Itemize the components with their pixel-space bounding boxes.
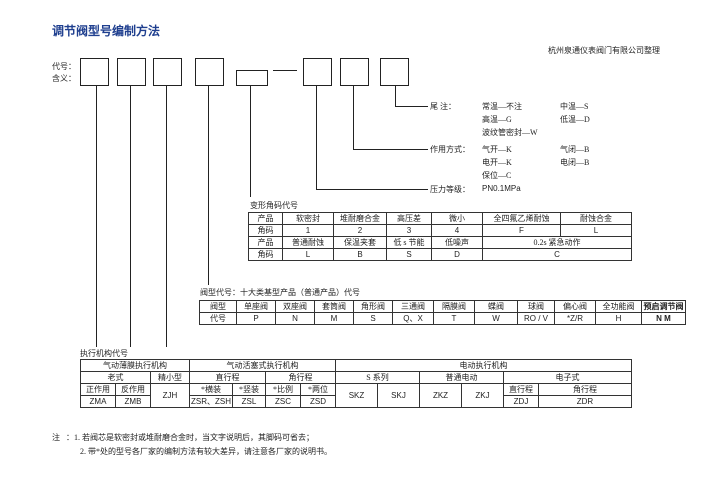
variant-table: 产品 软密封 堆耐磨合金 高压差 微小 全四氟乙烯耐蚀 耐蚀合金 角码 1 2 … [248, 212, 632, 261]
dash-separator [273, 70, 297, 71]
notes-prefix: 注 [52, 433, 60, 442]
code-box-actuator-3 [153, 58, 182, 86]
code-box-action [340, 58, 369, 86]
note-1: ：1. 若阀芯是软密封或堆耐磨合金时，当文字说明后，其脚码可省去； [66, 433, 314, 442]
valve-title: 阀型代号：十大类基型产品（普通产品）代号 [200, 288, 360, 297]
page-title: 调节阀型号编制方法 [52, 24, 161, 38]
company-name: 杭州泉通仪表阀门有限公司整理 [548, 46, 660, 55]
suffix-label: 尾 注： [430, 102, 456, 111]
variant-title: 变形角码代号 [250, 201, 298, 210]
code-box-variant [236, 70, 268, 86]
code-box-actuator [80, 58, 109, 86]
code-label: 代号： [52, 62, 76, 71]
pressure-label: 压力等级： [430, 185, 470, 194]
code-box-actuator-2 [117, 58, 146, 86]
code-box-pressure [303, 58, 332, 86]
code-box-suffix [380, 58, 409, 86]
actuator-table: 气动薄膜执行机构 气动活塞式执行机构 电动执行机构 老式 精小型 直行程 角行程… [80, 359, 632, 408]
code-box-valve-type [195, 58, 224, 86]
action-label: 作用方式： [430, 145, 470, 154]
note-2: 2. 带*处的型号各厂家的编制方法有较大差异，请注意各厂家的说明书。 [80, 447, 332, 456]
actuator-title: 执行机构代号 [80, 349, 128, 358]
valve-table: 阀型 单座阀 双座阀 套筒阀 角形阀 三通阀 隔膜阀 蝶阀 球阀 偏心阀 全功能… [199, 300, 686, 325]
meaning-label: 含义： [52, 74, 76, 83]
pressure-value: PN0.1MPa [482, 184, 521, 193]
